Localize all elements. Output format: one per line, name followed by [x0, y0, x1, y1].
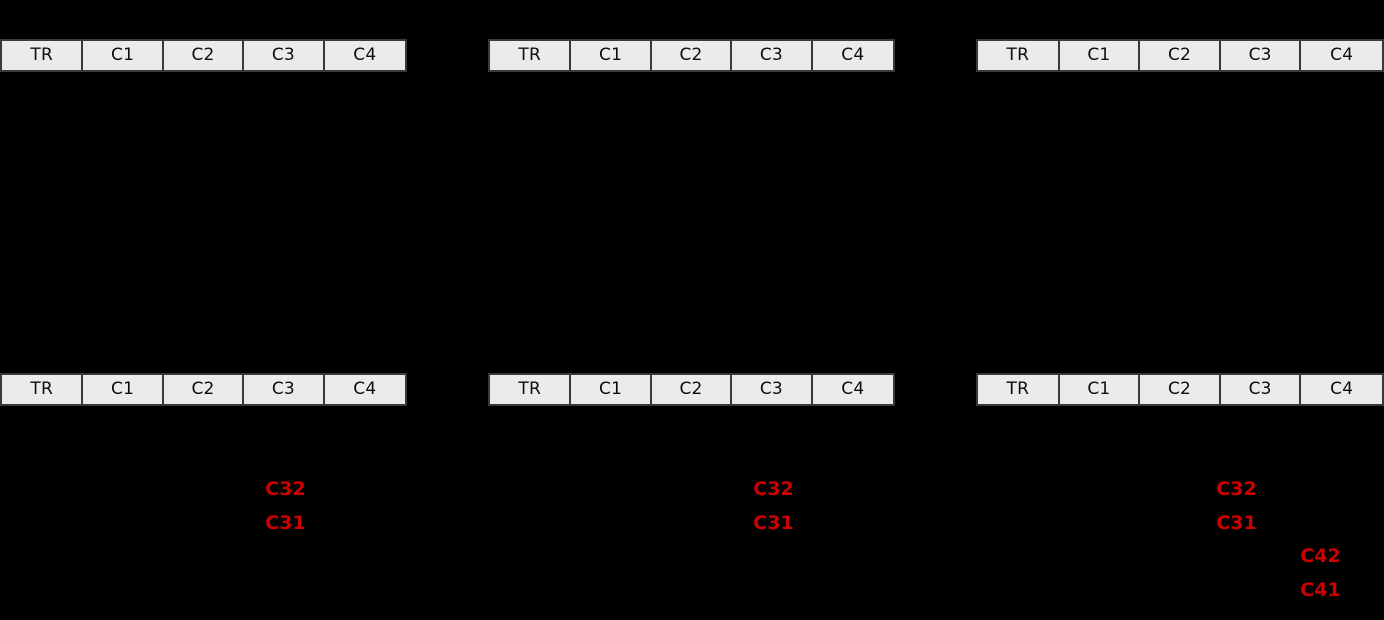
annotation-c32: C32 — [1216, 478, 1257, 500]
header-cell-c2[interactable]: C2 — [1140, 41, 1221, 70]
annotation-c41: C41 — [1300, 579, 1341, 601]
header-cell-tr[interactable]: TR — [490, 41, 572, 70]
header-row-top: TR C1 C2 C3 C4 — [0, 39, 407, 72]
header-cell-c2[interactable]: C2 — [1140, 375, 1221, 404]
annotation-c32: C32 — [265, 478, 306, 500]
header-cell-c3[interactable]: C3 — [732, 375, 813, 404]
header-cell-c1[interactable]: C1 — [571, 375, 652, 404]
header-row-top: TR C1 C2 C3 C4 — [488, 39, 895, 72]
header-cell-tr[interactable]: TR — [978, 375, 1060, 404]
annotation-c32: C32 — [753, 478, 794, 500]
header-cell-c4[interactable]: C4 — [324, 375, 405, 404]
header-cell-c4[interactable]: C4 — [324, 41, 405, 70]
table-group-3: TR C1 C2 C3 C4 TR C1 C2 C3 C4 C32 C31 C4… — [976, 0, 1384, 620]
header-cell-c3[interactable]: C3 — [244, 41, 325, 70]
header-row-bottom: TR C1 C2 C3 C4 — [488, 373, 895, 406]
header-cell-c3[interactable]: C3 — [244, 375, 325, 404]
header-cell-c1[interactable]: C1 — [1059, 41, 1141, 70]
header-cell-c4[interactable]: C4 — [812, 41, 893, 70]
header-cell-tr[interactable]: TR — [2, 41, 84, 70]
header-cell-tr[interactable]: TR — [978, 41, 1060, 70]
header-cell-c1[interactable]: C1 — [1059, 375, 1141, 404]
header-cell-c1[interactable]: C1 — [83, 375, 164, 404]
header-cell-tr[interactable]: TR — [2, 375, 84, 404]
header-cell-tr[interactable]: TR — [490, 375, 572, 404]
header-cell-c3[interactable]: C3 — [1220, 375, 1302, 404]
annotation-c31: C31 — [753, 512, 794, 534]
annotation-c31: C31 — [1216, 512, 1257, 534]
header-cell-c1[interactable]: C1 — [83, 41, 164, 70]
header-cell-c2[interactable]: C2 — [163, 375, 245, 404]
header-cell-c3[interactable]: C3 — [732, 41, 813, 70]
header-cell-c3[interactable]: C3 — [1220, 41, 1302, 70]
header-cell-c2[interactable]: C2 — [163, 41, 245, 70]
header-cell-c4[interactable]: C4 — [1301, 41, 1383, 70]
header-row-bottom: TR C1 C2 C3 C4 — [976, 373, 1384, 406]
header-cell-c4[interactable]: C4 — [1301, 375, 1383, 404]
table-group-1: TR C1 C2 C3 C4 TR C1 C2 C3 C4 C32 C31 — [0, 0, 407, 620]
header-row-top: TR C1 C2 C3 C4 — [976, 39, 1384, 72]
header-cell-c1[interactable]: C1 — [571, 41, 652, 70]
header-cell-c4[interactable]: C4 — [812, 375, 893, 404]
annotation-c42: C42 — [1300, 545, 1341, 567]
table-group-2: TR C1 C2 C3 C4 TR C1 C2 C3 C4 C32 C31 — [488, 0, 895, 620]
header-cell-c2[interactable]: C2 — [651, 375, 733, 404]
header-cell-c2[interactable]: C2 — [651, 41, 733, 70]
annotation-c31: C31 — [265, 512, 306, 534]
header-row-bottom: TR C1 C2 C3 C4 — [0, 373, 407, 406]
